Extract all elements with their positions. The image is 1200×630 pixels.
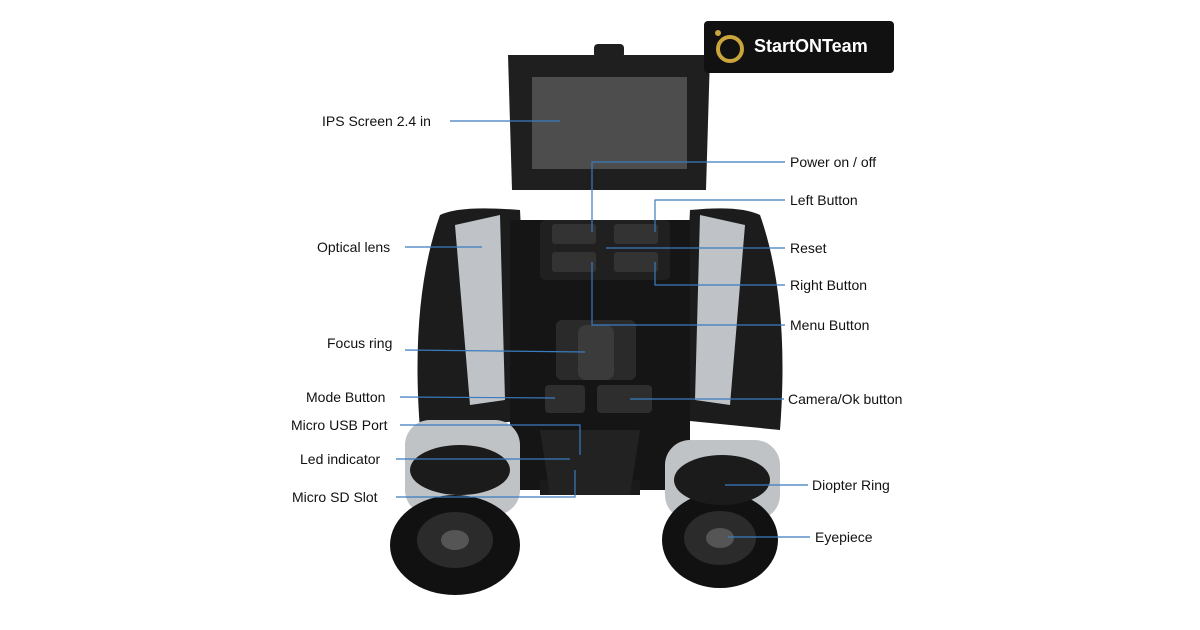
label-micro-usb-port: Micro USB Port xyxy=(291,417,388,433)
label-mode-button: Mode Button xyxy=(306,389,386,405)
right-button xyxy=(614,252,658,272)
label-led-indicator: Led indicator xyxy=(300,451,381,467)
logo-ring-icon xyxy=(715,30,744,63)
left-button xyxy=(614,224,658,244)
mode-button xyxy=(545,385,585,413)
label-micro-sd-slot: Micro SD Slot xyxy=(292,489,378,505)
binoculars-body xyxy=(390,44,783,595)
label-focus-ring: Focus ring xyxy=(327,335,393,351)
label-diopter-ring: Diopter Ring xyxy=(812,477,890,493)
label-right-button: Right Button xyxy=(790,277,868,293)
label-power: Power on / off xyxy=(790,154,877,170)
camera-ok-button xyxy=(597,385,652,413)
label-ips-screen: IPS Screen 2.4 in xyxy=(322,113,431,129)
label-optical-lens: Optical lens xyxy=(317,239,391,255)
power-button xyxy=(552,224,596,244)
logo-text: StartONTeam xyxy=(754,36,868,56)
label-left-button: Left Button xyxy=(790,192,858,208)
leader-lines xyxy=(396,120,810,538)
label-reset: Reset xyxy=(790,240,827,256)
brand-logo: StartONTeam xyxy=(704,21,894,73)
label-camera-ok-button: Camera/Ok button xyxy=(788,391,903,407)
menu-button xyxy=(552,252,596,272)
ips-screen xyxy=(532,77,687,169)
label-eyepiece: Eyepiece xyxy=(815,529,873,545)
label-menu-button: Menu Button xyxy=(790,317,870,333)
